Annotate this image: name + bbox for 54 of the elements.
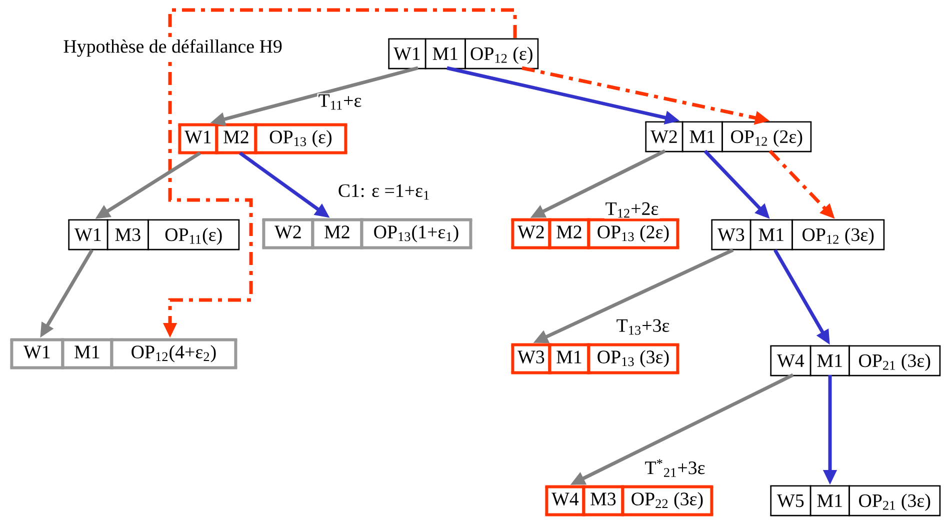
node-label: M1 [758, 228, 784, 241]
node-label: OP$_{13}$(1+ε$_{1}$) [374, 225, 458, 242]
state-box: W2 M2 OP$_{13}$ (2ε) [511, 218, 680, 250]
state-box: W1 M3 OP$_{11}$(ε) [68, 219, 240, 250]
node-label: W1 [24, 346, 50, 358]
node-label: M2 [324, 226, 350, 238]
state-box: W4 M1 OP$_{21}$ (3ε) [770, 345, 941, 376]
node-label: M1 [817, 494, 842, 507]
node-label: W1 [74, 228, 101, 242]
node-label: M1 [817, 354, 842, 367]
node-label: W3 [518, 350, 544, 364]
edge-label: T$^{*}$$_{21}$+3ε [644, 458, 706, 478]
edge-label: T$_{13}$+3ε [615, 318, 671, 336]
node-label: M2 [224, 130, 248, 144]
node-label: OP$_{12}$ (ε) [470, 46, 532, 64]
node-label: M3 [115, 228, 140, 242]
node-label: OP$_{13}$ (2ε) [598, 225, 669, 242]
node-label: W1 [184, 130, 211, 144]
node-label: OP$_{21}$ (3ε) [859, 354, 930, 371]
state-box: W2 M2 OP$_{13}$(1+ε$_{1}$) [262, 218, 472, 250]
node-label: W4 [552, 492, 579, 506]
node-label: OP$_{13}$ (ε) [270, 130, 332, 148]
state-box: W3 M1 OP$_{12}$ (3ε) [711, 219, 885, 250]
annotation-text: Hypothèse de défaillance H9 [62, 38, 284, 58]
node-label: M2 [556, 226, 582, 238]
state-box: W5 M1 OP$_{21}$ (3ε) [770, 485, 941, 516]
node-label: OP$_{11}$(ε) [165, 228, 222, 245]
node-label: W2 [650, 130, 677, 144]
node-label: M1 [690, 130, 714, 143]
edge-label: T$_{11}$+ε [317, 93, 363, 111]
node-label: W5 [777, 494, 804, 508]
state-box: W1 M2 OP$_{13}$ (ε) [178, 123, 348, 154]
node-label: M1 [74, 346, 100, 358]
state-box: W2 M1 OP$_{12}$ (2ε) [645, 121, 812, 152]
node-label: OP$_{12}$ (2ε) [731, 130, 802, 147]
node-label: OP$_{12}$(4+ε$_{2}$) [132, 345, 216, 362]
node-label: OP$_{21}$ (3ε) [859, 494, 930, 511]
node-label: W3 [718, 228, 744, 242]
node-label: W2 [274, 226, 301, 238]
state-box: W1 M1 OP$_{12}$ (ε) [388, 38, 539, 70]
node-label: OP$_{13}$ (3ε) [598, 350, 669, 368]
state-box: W4 M3 OP$_{22}$ (3ε) [545, 485, 714, 516]
edge-label: T$_{12}$+2ε [604, 201, 660, 219]
node-label: W4 [777, 354, 804, 368]
state-box: W1 M1 OP$_{12}$(4+ε$_{2}$) [10, 338, 238, 370]
node-label: M1 [556, 350, 582, 364]
node-label: OP$_{12}$ (3ε) [802, 228, 874, 245]
node-label: M1 [432, 47, 458, 60]
state-box: W3 M1 OP$_{13}$ (3ε) [511, 343, 680, 374]
node-label: OP$_{22}$ (3ε) [632, 492, 703, 510]
node-label: W1 [394, 47, 420, 60]
edge-label: C1: ε =1+ε$_{1}$ [336, 183, 432, 201]
node-label: W2 [518, 226, 544, 238]
node-label: M3 [590, 492, 616, 506]
